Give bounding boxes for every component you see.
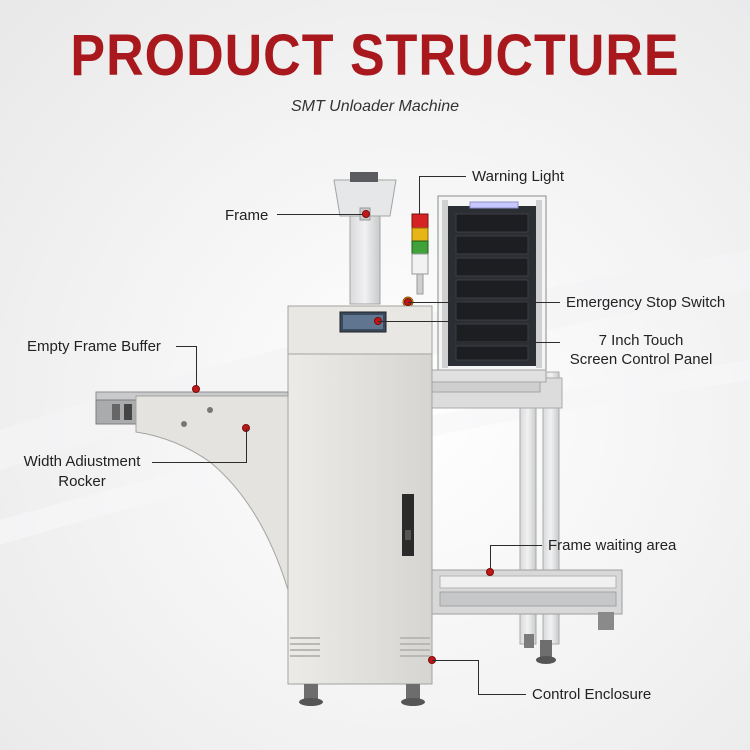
leader-line-frame [277, 214, 365, 215]
callout-width-rocker-line1: Width Adiustment [23, 453, 141, 470]
marker-frame [362, 210, 370, 218]
callout-width-rocker-line2: Rocker [58, 473, 106, 490]
left-conveyor [95, 391, 289, 591]
marker-frame-waiting [486, 568, 494, 576]
warning-light-graphic [402, 213, 429, 308]
callout-frame-waiting-area: Frame waiting area [548, 537, 677, 554]
leader-line-width-rocker-h [152, 462, 247, 463]
page-title: PRODUCT STRUCTURE [70, 23, 680, 89]
frame-column [333, 172, 397, 305]
callout-emergency-stop: Emergency Stop Switch [566, 294, 726, 311]
callout-touch-screen-line2: Screen Control Panel [569, 351, 713, 368]
leader-line-control-enclosure-h1 [432, 660, 478, 661]
leader-line-touch-screen-h2 [456, 342, 560, 343]
leader-line-touch-screen-v [456, 321, 457, 343]
leader-line-warning-light-drop [419, 176, 420, 214]
leader-line-emergency-stop [408, 302, 560, 303]
magazine-rack [437, 195, 547, 373]
leader-line-frame-waiting-h [490, 545, 542, 546]
leader-line-width-rocker-v [246, 428, 247, 462]
leader-line-touch-screen-h1 [378, 321, 456, 322]
callout-control-enclosure: Control Enclosure [532, 686, 652, 703]
leader-line-frame-waiting-v [490, 545, 491, 572]
marker-empty-frame-buffer [192, 385, 200, 393]
leader-line-warning-light [419, 176, 466, 177]
callout-touch-screen-line1: 7 Inch Touch [598, 332, 684, 349]
main-cabinet [287, 305, 433, 706]
leader-line-control-enclosure-v [478, 660, 479, 694]
callout-frame: Frame [225, 207, 269, 224]
frame-waiting-stand [431, 371, 623, 664]
leader-line-empty-frame-buffer-v [196, 346, 197, 389]
leader-line-control-enclosure-h2 [478, 694, 526, 695]
page-subtitle: SMT Unloader Machine [290, 98, 460, 115]
leader-line-empty-frame-buffer-h [176, 346, 196, 347]
callout-warning-light: Warning Light [472, 168, 564, 185]
callout-empty-frame-buffer: Empty Frame Buffer [27, 338, 161, 355]
